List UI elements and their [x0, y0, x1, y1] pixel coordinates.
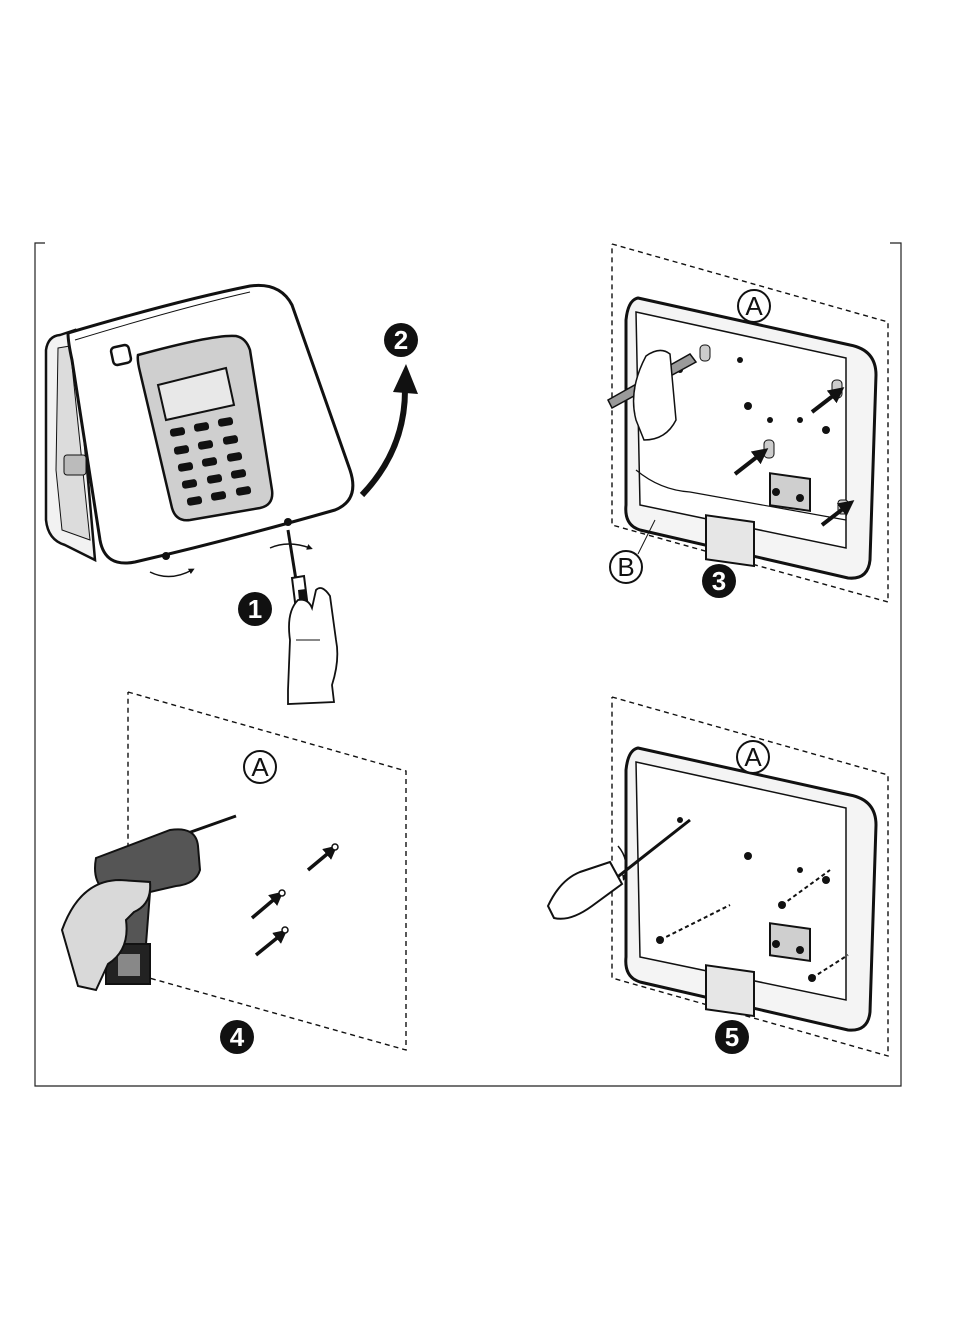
svg-text:4: 4: [230, 1022, 245, 1052]
curved-arrow-icon: [362, 390, 405, 495]
svg-text:B: B: [617, 552, 634, 582]
arrow-icon: [252, 850, 332, 955]
back-plate-icon: [626, 748, 876, 1030]
step-badge-3: 3: [702, 564, 736, 598]
svg-text:A: A: [744, 742, 762, 772]
callout-a-step5: A: [737, 741, 769, 773]
control-panel-icon: [46, 285, 353, 576]
step-badge-2: 2: [384, 323, 418, 357]
svg-text:A: A: [251, 752, 269, 782]
callout-b: B: [610, 551, 642, 583]
svg-text:5: 5: [725, 1022, 739, 1052]
svg-text:1: 1: [248, 594, 262, 624]
step-badge-5: 5: [715, 1020, 749, 1054]
drill-marks: [279, 844, 338, 933]
drill-icon: [62, 816, 236, 990]
svg-text:2: 2: [394, 325, 408, 355]
callout-a-step4: A: [244, 751, 276, 783]
hand-icon: [288, 588, 337, 704]
step-badge-4: 4: [220, 1020, 254, 1054]
svg-text:3: 3: [712, 566, 726, 596]
svg-text:A: A: [745, 291, 763, 321]
step-badge-1: 1: [238, 592, 272, 626]
back-plate-icon: [626, 298, 876, 578]
callout-a-step3: A: [738, 290, 770, 322]
